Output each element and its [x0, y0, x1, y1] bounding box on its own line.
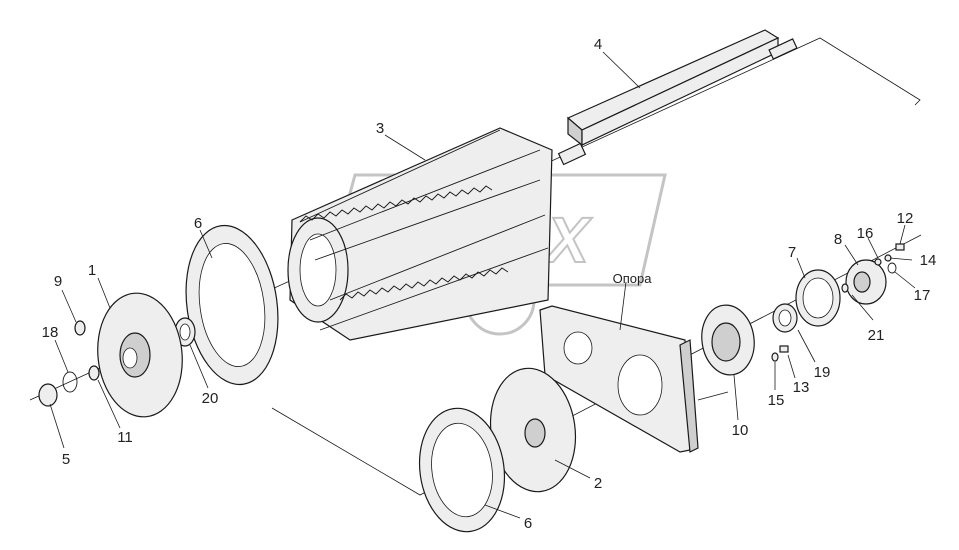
callout-labels: 1 2 3 4 5 6 6 7 8 9 10 11 12 13 14 15 16… [42, 36, 937, 532]
part-6-gasket-lower [418, 407, 506, 533]
callout-21: 21 [868, 327, 885, 344]
part-3-rotor-drum [287, 127, 553, 341]
callout-8: 8 [834, 231, 842, 248]
callout-14: 14 [920, 252, 937, 269]
callout-18: 18 [42, 324, 59, 341]
callout-12: 12 [897, 210, 914, 227]
part-2-disc [489, 367, 577, 493]
callout-15: 15 [768, 392, 785, 409]
callout-3: 3 [376, 120, 384, 137]
small-parts-left [38, 320, 100, 407]
callout-10: 10 [732, 422, 749, 439]
callout-19: 19 [814, 364, 831, 381]
callout-20: 20 [202, 390, 219, 407]
callout-5: 5 [62, 451, 70, 468]
callout-2: 2 [594, 475, 602, 492]
callout-9: 9 [54, 273, 62, 290]
callout-6-lower: 6 [524, 515, 532, 532]
support-bracket [539, 305, 729, 453]
callout-4: 4 [594, 36, 602, 53]
callout-16: 16 [857, 225, 874, 242]
callout-13: 13 [793, 379, 810, 396]
right-parts [771, 243, 905, 362]
part-1-flange-disc [97, 292, 183, 418]
part-6-gasket-upper [185, 224, 279, 386]
part-4-beater-bar [557, 29, 798, 166]
leader-lines [49, 51, 916, 519]
support-caption: Опора [613, 271, 653, 286]
part-10-bearing-housing [701, 304, 755, 376]
callout-6-upper: 6 [194, 215, 202, 232]
callout-7: 7 [788, 244, 796, 261]
callout-11: 11 [117, 429, 133, 446]
callout-1: 1 [88, 262, 96, 279]
callout-17: 17 [914, 287, 931, 304]
